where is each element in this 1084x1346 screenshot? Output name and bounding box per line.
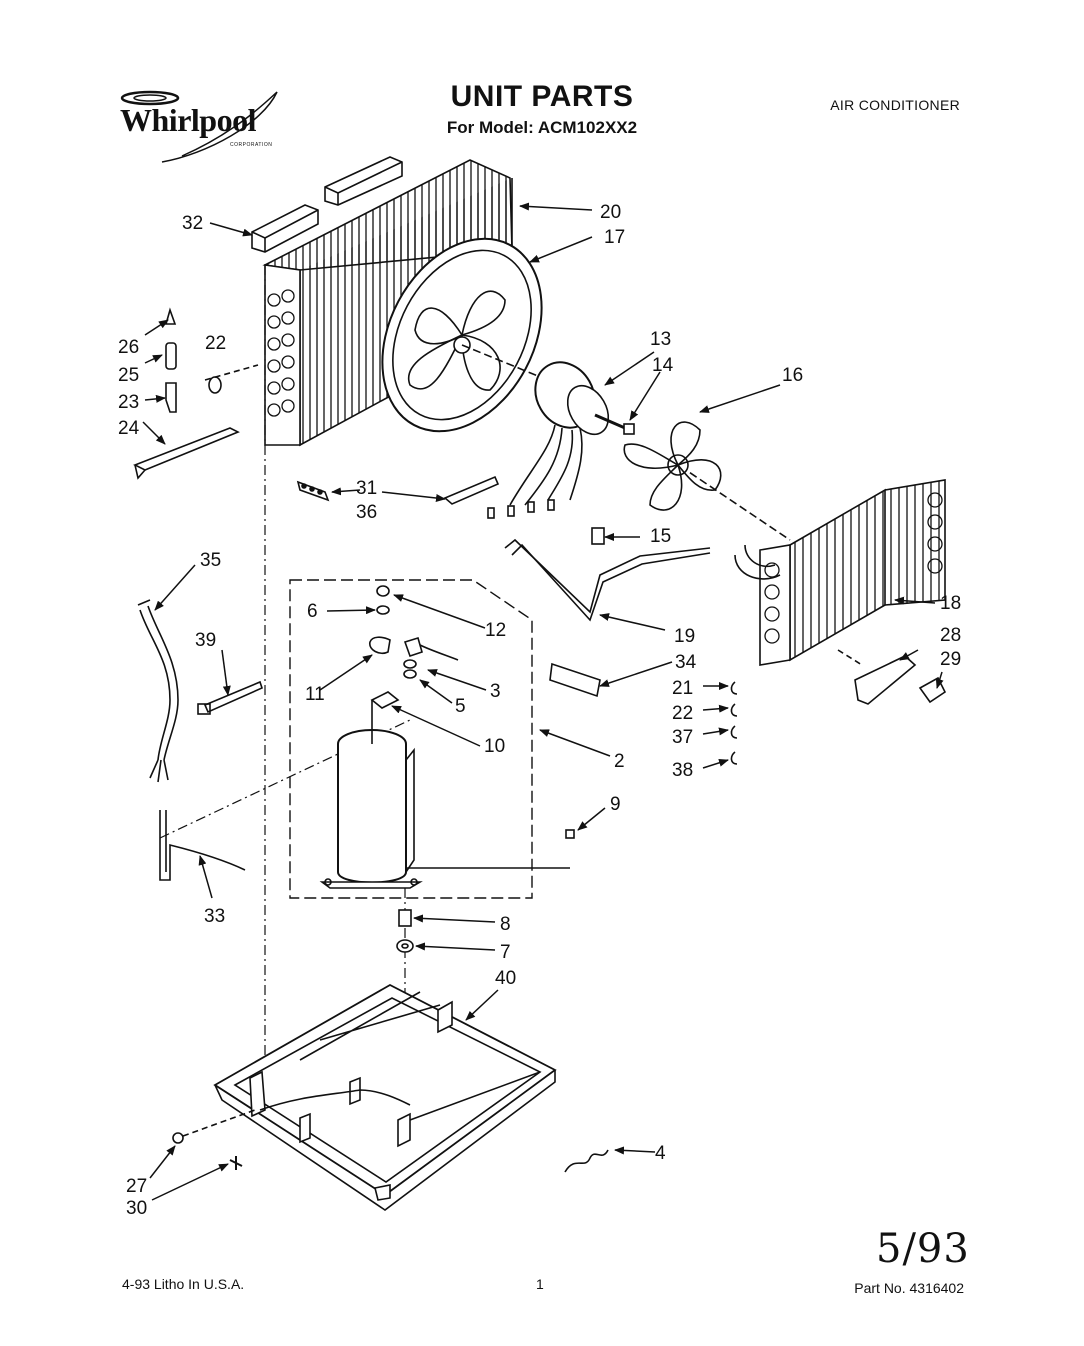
overload-terminal-parts <box>369 585 459 709</box>
callout-21: 21 <box>672 678 693 699</box>
part-number: Part No. 4316402 <box>854 1280 964 1296</box>
handwritten-date: 5/93 <box>876 1226 970 1272</box>
callout-26: 26 <box>118 337 139 358</box>
small-fittings-part <box>164 307 259 413</box>
grommet-strap-part <box>296 475 500 505</box>
page-title: UNIT PARTS <box>450 80 634 113</box>
callout-17: 17 <box>604 227 625 248</box>
model-line: For Model: ACM102XX2 <box>446 118 638 137</box>
whirlpool-logo: Whirlpool CORPORATION <box>112 84 282 164</box>
bracket-part <box>133 427 240 480</box>
callout-8: 8 <box>500 914 511 935</box>
callout-15: 15 <box>650 526 671 547</box>
capillary-tube-part <box>504 538 711 622</box>
callout-37: 37 <box>672 727 693 748</box>
callout-35: 35 <box>200 550 221 571</box>
callout-11: 11 <box>305 684 325 705</box>
callout-25: 25 <box>118 365 139 386</box>
foam-block-part <box>251 156 403 253</box>
callout-34: 34 <box>675 652 697 673</box>
base-pan-part <box>213 983 557 1211</box>
compressor-assembly-box <box>289 579 533 899</box>
suction-tube-part <box>159 719 411 881</box>
screw-part-9 <box>565 829 575 839</box>
evaporator-coil-part <box>734 479 946 666</box>
callout-19: 19 <box>674 626 695 647</box>
callout-2: 2 <box>614 751 625 772</box>
callout-5: 5 <box>455 696 466 717</box>
wire-harness-part <box>137 599 179 783</box>
callout-20: 20 <box>600 202 621 223</box>
callout-6: 6 <box>307 601 318 622</box>
callout-18: 18 <box>940 593 961 614</box>
callout-39: 39 <box>195 630 216 651</box>
callout-10: 10 <box>484 736 505 757</box>
logo-swoosh-icon <box>120 90 278 163</box>
callout-3: 3 <box>490 681 501 702</box>
callout-29: 29 <box>940 649 961 670</box>
drain-channel-part <box>837 649 947 705</box>
callout-30: 30 <box>126 1198 147 1219</box>
litho-print-info: 4-93 Litho In U.S.A. <box>122 1276 245 1292</box>
callout-4: 4 <box>655 1143 666 1164</box>
small-clips-part <box>730 681 738 765</box>
callout-22-upper: 22 <box>205 333 226 354</box>
fan-shroud-part <box>381 237 543 433</box>
callout-32: 32 <box>182 213 203 234</box>
callout-12: 12 <box>485 620 506 641</box>
logo-wordmark: Whirlpool <box>120 102 256 138</box>
callout-16: 16 <box>782 365 803 386</box>
heater-probe-part <box>197 680 263 715</box>
callout-23: 23 <box>118 392 139 413</box>
callout-38: 38 <box>672 760 693 781</box>
fan-motor-part <box>461 344 626 519</box>
wire-clip-part-4 <box>564 1149 609 1173</box>
callout-13: 13 <box>650 329 671 350</box>
nut-part <box>623 423 635 435</box>
fan-blade-part <box>623 421 791 541</box>
callout-31: 31 <box>356 478 377 499</box>
callout-33: 33 <box>204 906 225 927</box>
callout-40: 40 <box>495 968 516 989</box>
callout-24: 24 <box>118 418 140 439</box>
callout-28: 28 <box>940 625 961 646</box>
callout-14: 14 <box>652 355 674 376</box>
product-category: AIR CONDITIONER <box>830 97 960 113</box>
label-plate-part <box>549 662 601 698</box>
callout-27: 27 <box>126 1176 147 1197</box>
callout-22-lower: 22 <box>672 703 693 724</box>
callout-7: 7 <box>500 942 511 963</box>
logo-corporation-text: CORPORATION <box>230 142 273 148</box>
screws-part <box>172 1109 256 1170</box>
callout-36: 36 <box>356 502 377 523</box>
compressor-part <box>319 700 570 889</box>
page-number: 1 <box>536 1276 544 1292</box>
clip-part <box>591 527 605 545</box>
callout-9: 9 <box>610 794 621 815</box>
